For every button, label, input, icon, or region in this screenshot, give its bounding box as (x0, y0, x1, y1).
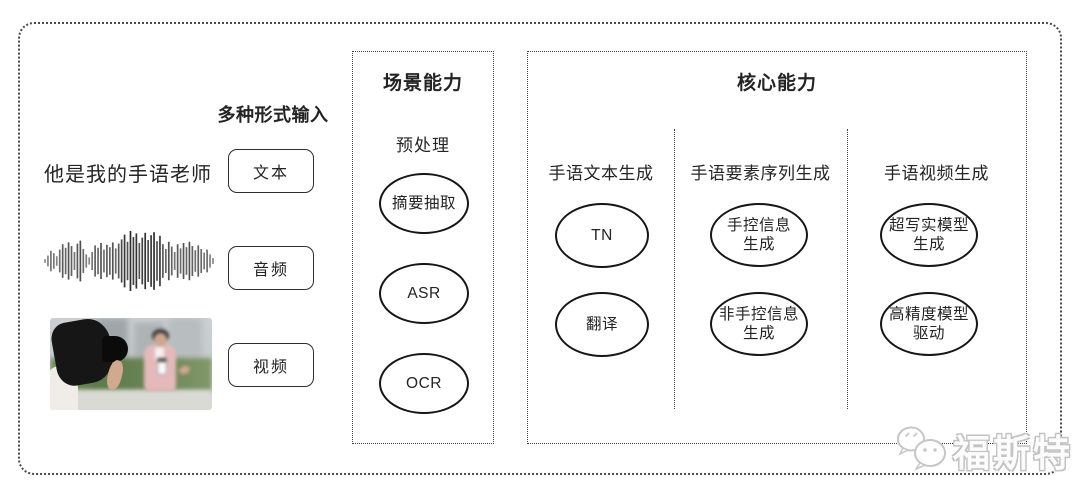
ground-shape (50, 390, 212, 410)
watermark: 福斯特 (893, 423, 1073, 477)
node-asr: ASR (379, 263, 469, 324)
node-manual-info-generation: 手控信息 生成 (710, 203, 808, 267)
watermark-text: 福斯特 (953, 433, 1073, 474)
text-input-label: 文本 (252, 165, 289, 182)
sample-sentence-text: 他是我的手语老师 (44, 164, 212, 186)
core-capability-panel: 核心能力 手语文本生成 手语要素序列生成 手语视频生成 TN 翻译 手控信息 生… (527, 51, 1027, 444)
core-panel-title: 核心能力 (736, 73, 817, 94)
node-high-precision-model-driving: 高精度模型 驱动 (880, 292, 978, 356)
node-hyperrealistic-model-generation: 超写实模型 生成 (880, 203, 978, 267)
column-divider (674, 129, 675, 409)
col-header-sl-element-sequence-generation: 手语要素序列生成 (690, 164, 831, 183)
col-header-sl-video-generation: 手语视频生成 (884, 164, 989, 183)
video-thumbnail (50, 318, 212, 410)
scene-capability-panel: 场景能力 预处理 摘要抽取 ASR OCR (352, 51, 494, 444)
audio-input-box: 音频 (228, 246, 314, 290)
input-section-label: 多种形式输入 (217, 105, 329, 125)
video-input-label: 视频 (252, 359, 289, 376)
node-summary-extraction: 摘要抽取 (379, 173, 469, 234)
reporter-figure (138, 329, 192, 410)
node-tn: TN (555, 203, 649, 268)
outer-dotted-frame (18, 22, 1062, 475)
video-input-box: 视频 (228, 343, 314, 387)
preprocess-label: 预处理 (396, 136, 450, 155)
audio-input-label: 音频 (252, 262, 289, 279)
text-input-box: 文本 (228, 149, 314, 193)
node-translation: 翻译 (555, 292, 649, 357)
node-ocr: OCR (379, 353, 469, 414)
node-non-manual-info-generation: 非手控信息 生成 (710, 292, 808, 356)
audio-waveform-icon (42, 229, 216, 293)
column-divider (847, 129, 848, 409)
col-header-sl-text-generation: 手语文本生成 (548, 164, 654, 183)
cameraman-figure (50, 318, 140, 410)
scene-panel-title: 场景能力 (382, 73, 463, 94)
wechat-icon (893, 424, 951, 477)
